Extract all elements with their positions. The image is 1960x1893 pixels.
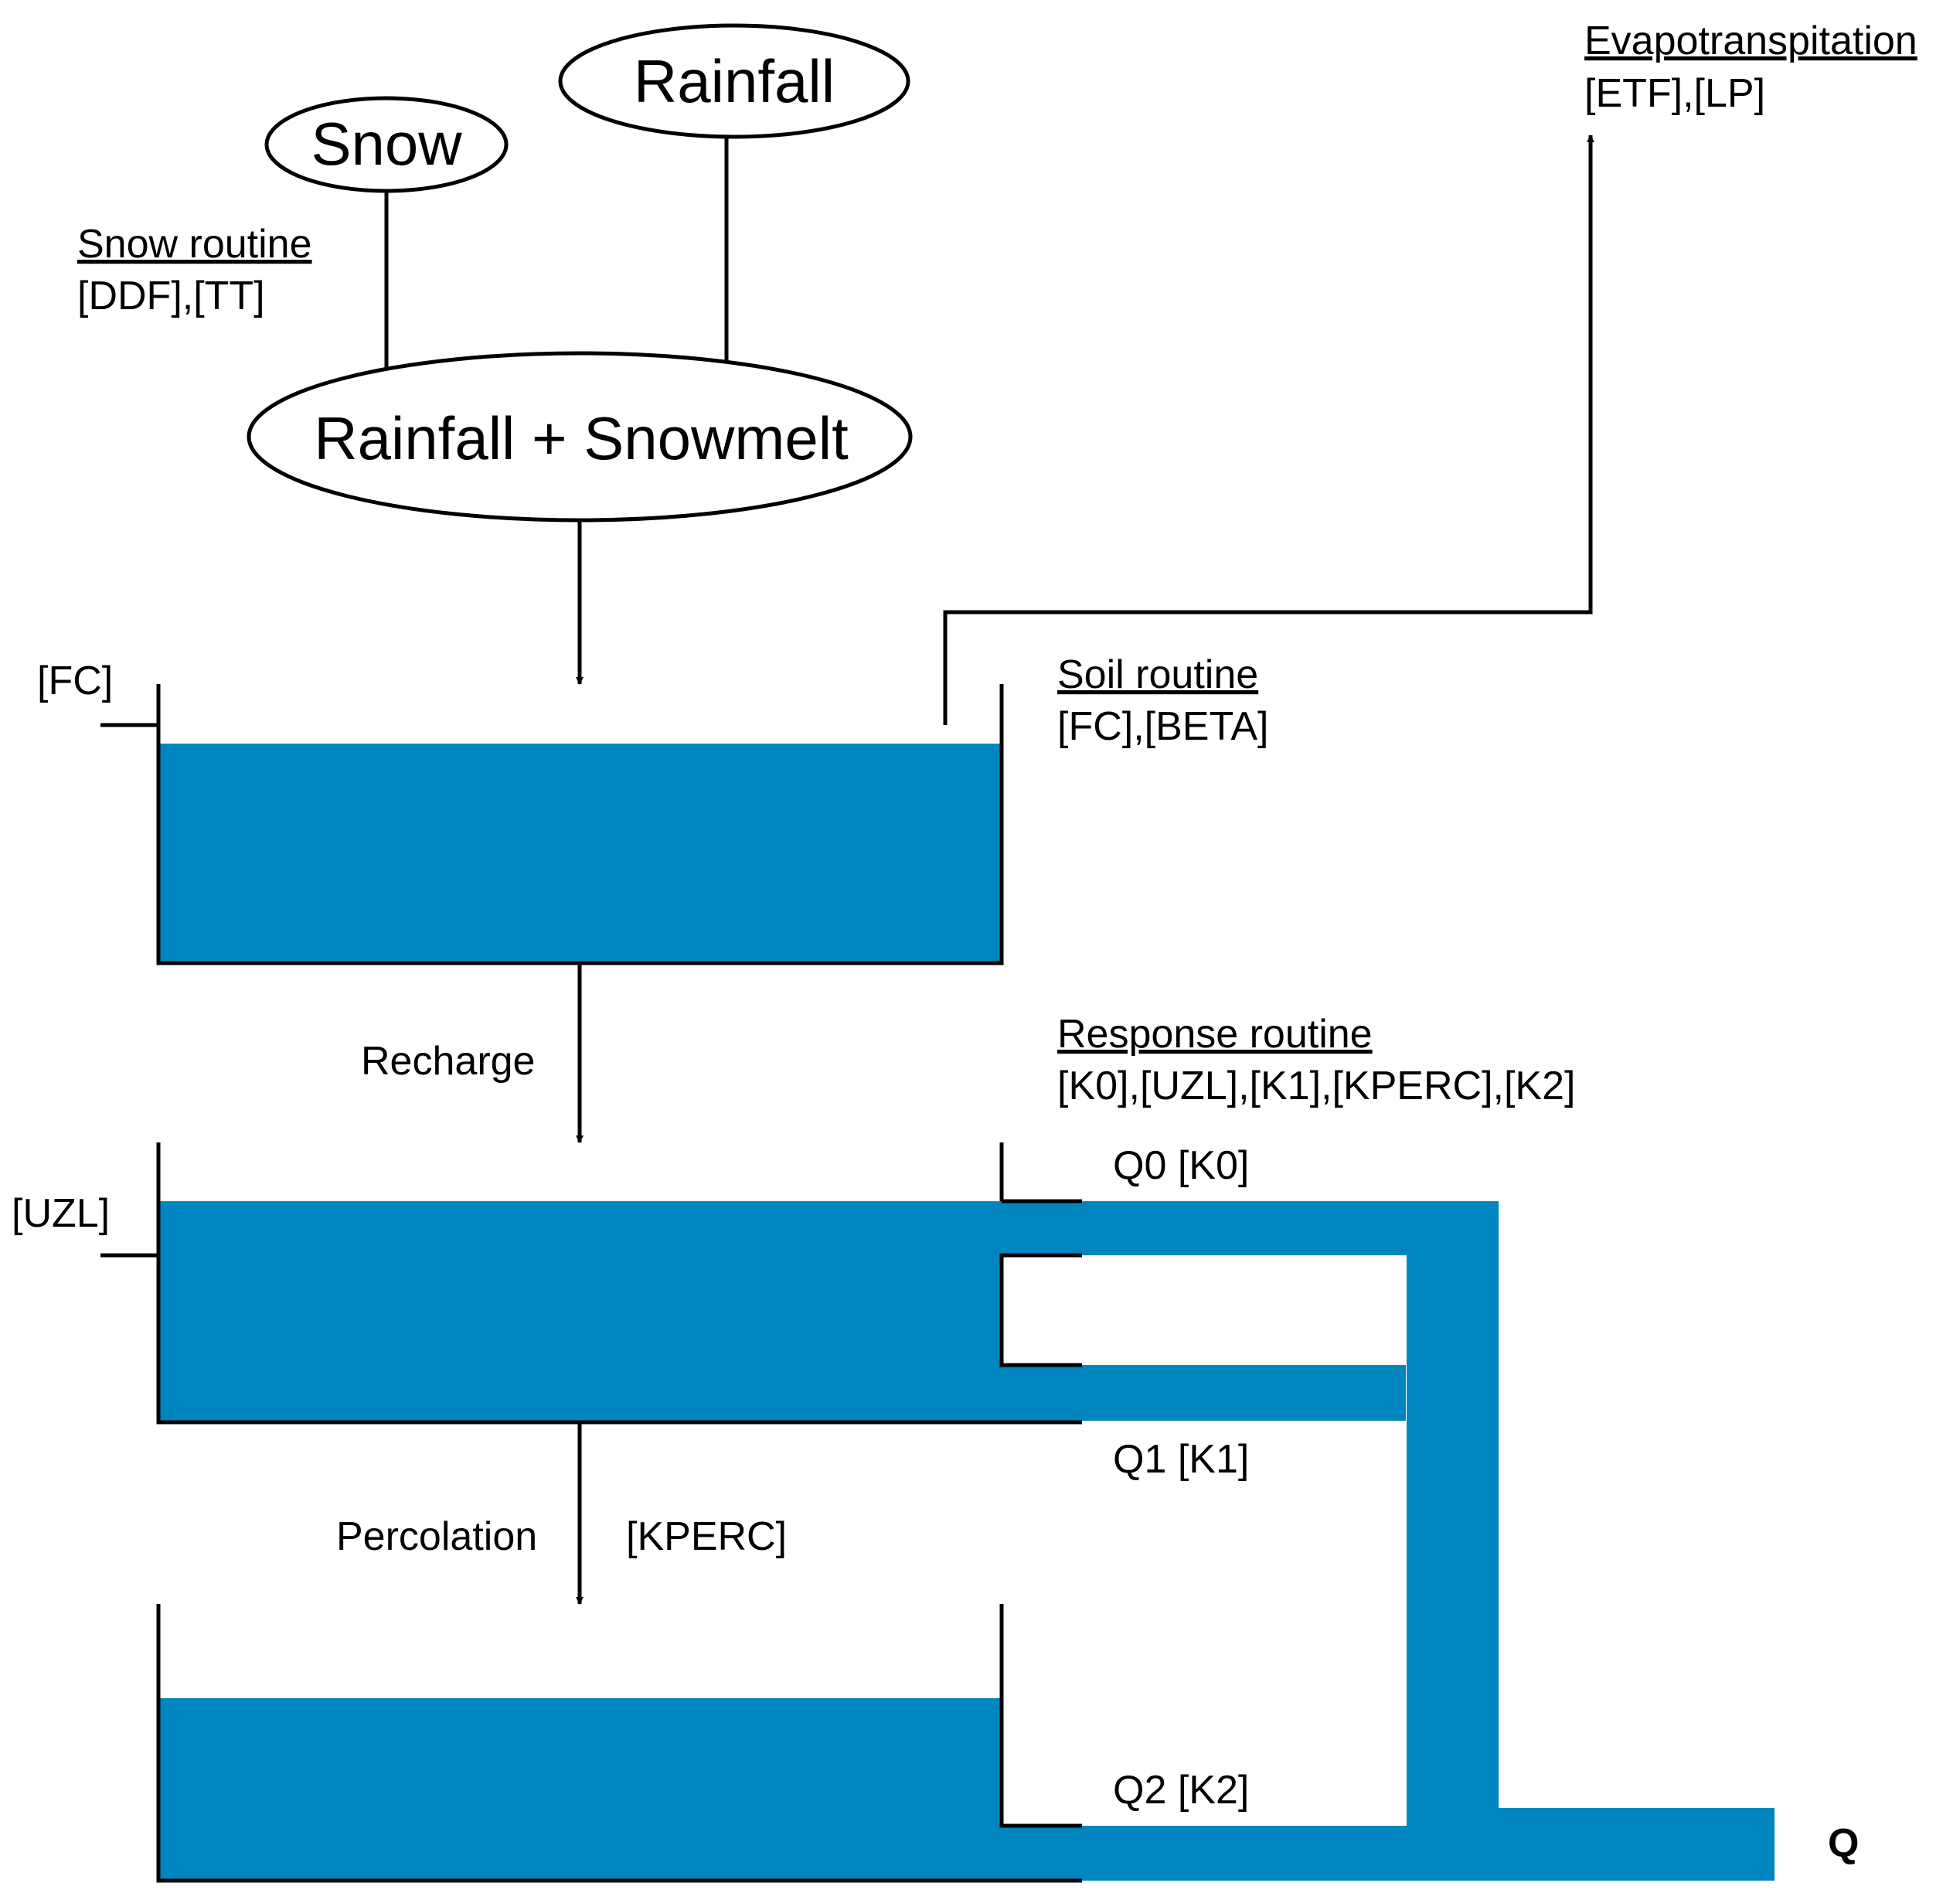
- evapotranspiration-title: Evapotranspitation: [1584, 19, 1917, 63]
- total-outflow-channel: [1407, 1808, 1775, 1881]
- evapotranspiration-label: Evapotranspitation [ETF],[LP]: [1584, 19, 1917, 116]
- collector-channel: [1407, 1201, 1499, 1833]
- soil-routine-label: Soil routine [FC],[BETA]: [1057, 652, 1269, 749]
- q1-label: Q1 [K1]: [1113, 1437, 1249, 1482]
- outlet-gap: [1002, 1255, 1407, 1365]
- soil-routine-title: Soil routine: [1057, 652, 1258, 697]
- upper-zone-water: [158, 1201, 1002, 1421]
- response-routine-params: [K0],[UZL],[K1],[KPERC],[K2]: [1057, 1064, 1575, 1108]
- upper-zone-box: [100, 1142, 1499, 1833]
- snow-node: Snow: [264, 96, 509, 193]
- q0-label: Q0 [K0]: [1113, 1143, 1249, 1188]
- uzl-label: [UZL]: [12, 1191, 110, 1236]
- snow-label: Snow: [311, 110, 462, 178]
- fc-label: [FC]: [37, 659, 113, 703]
- kperc-label: [KPERC]: [626, 1514, 787, 1559]
- q2-label: Q2 [K2]: [1113, 1768, 1249, 1813]
- lower-zone-water: [158, 1698, 1002, 1881]
- rainfall-node: Rainfall: [558, 23, 910, 139]
- snow-routine-title: Snow routine: [77, 222, 312, 267]
- snow-routine-params: [DDF],[TT]: [77, 274, 265, 318]
- response-routine-label: Response routine [K0],[UZL],[K1],[KPERC]…: [1057, 1012, 1575, 1108]
- rainfall-label: Rainfall: [634, 47, 835, 115]
- recharge-label: Recharge: [361, 1039, 535, 1084]
- soil-box: [100, 684, 1004, 965]
- q1-outlet: [1002, 1365, 1406, 1421]
- lower-zone-box: [156, 1604, 1775, 1883]
- evapotranspiration-params: [ETF],[LP]: [1584, 71, 1765, 116]
- q-total-label: Q: [1828, 1821, 1859, 1866]
- soil-water: [158, 744, 1002, 962]
- rainfall-snowmelt-label: Rainfall + Snowmelt: [314, 404, 849, 472]
- q2-outlet: [1002, 1826, 1407, 1881]
- rainfall-snowmelt-node: Rainfall + Snowmelt: [247, 351, 913, 523]
- snow-routine-label: Snow routine [DDF],[TT]: [77, 222, 312, 318]
- percolation-label: Percolation: [336, 1514, 537, 1559]
- response-routine-title: Response routine: [1057, 1012, 1373, 1057]
- evapotranspiration-arrow: [943, 134, 1594, 725]
- soil-routine-params: [FC],[BETA]: [1057, 704, 1269, 749]
